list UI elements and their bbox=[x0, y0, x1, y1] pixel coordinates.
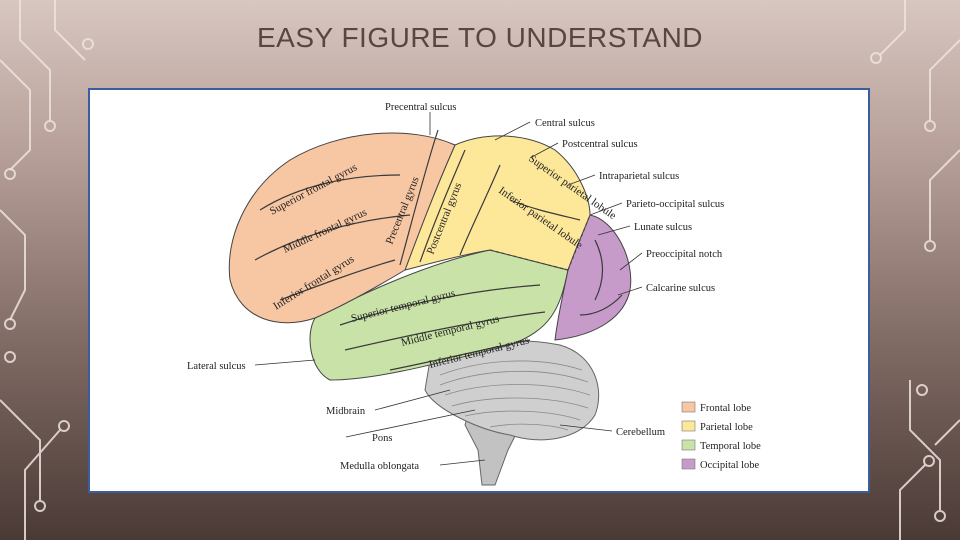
legend-swatch-frontal bbox=[681, 401, 696, 413]
label-precentral-sulcus: Precentral sulcus bbox=[385, 102, 456, 113]
label-parieto-occipital-sulcus: Parieto-occipital sulcus bbox=[626, 199, 724, 210]
label-cerebellum: Cerebellum bbox=[616, 427, 665, 438]
label-preoccipital-notch: Preoccipital notch bbox=[646, 249, 723, 260]
legend-swatch-parietal bbox=[681, 420, 696, 432]
legend-label-temporal: Temporal lobe bbox=[700, 441, 761, 452]
label-medulla-oblongata: Medulla oblongata bbox=[340, 461, 419, 472]
legend: Frontal lobe Parietal lobe Temporal lobe… bbox=[681, 401, 761, 471]
label-calcarine-sulcus: Calcarine sulcus bbox=[646, 283, 715, 294]
legend-label-frontal: Frontal lobe bbox=[700, 403, 751, 414]
label-central-sulcus: Central sulcus bbox=[535, 118, 595, 129]
label-intraparietal-sulcus: Intraparietal sulcus bbox=[599, 171, 679, 182]
frontal-lobe bbox=[228, 132, 456, 324]
brain-diagram: Superior frontal gyrus Middle frontal gy… bbox=[187, 102, 761, 486]
legend-swatch-temporal bbox=[681, 439, 696, 451]
brain-figure-frame: Superior frontal gyrus Middle frontal gy… bbox=[88, 88, 870, 493]
label-lunate-sulcus: Lunate sulcus bbox=[634, 222, 692, 233]
legend-swatch-occipital bbox=[681, 458, 696, 470]
legend-label-parietal: Parietal lobe bbox=[700, 422, 753, 433]
slide-title: EASY FIGURE TO UNDERSTAND bbox=[256, 22, 704, 53]
legend-label-occipital: Occipital lobe bbox=[700, 460, 760, 471]
label-postcentral-sulcus: Postcentral sulcus bbox=[562, 139, 638, 150]
label-lateral-sulcus: Lateral sulcus bbox=[187, 361, 246, 372]
label-pons: Pons bbox=[372, 433, 392, 444]
label-midbrain: Midbrain bbox=[326, 406, 366, 417]
